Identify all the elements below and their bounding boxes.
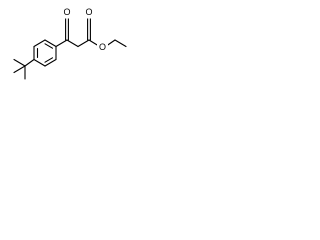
tert-butyl-group <box>13 58 35 80</box>
atom-label-ketone-o: O <box>61 7 73 19</box>
bond-ester-c-to-o <box>88 39 99 47</box>
ester-carbonyl-oxygen-label: O <box>85 7 92 17</box>
molecule-structure: O O O <box>13 7 127 80</box>
atom-label-ester-bridge-o: O <box>97 41 108 53</box>
bond-ethyl <box>114 39 127 48</box>
bond-ring-to-carbonyl <box>55 39 68 48</box>
ester-group <box>77 15 127 48</box>
ketone-group <box>55 15 79 48</box>
ketone-oxygen-label: O <box>63 7 70 17</box>
ring-bond-5 <box>44 58 57 67</box>
bond-carbonyl-to-ch2 <box>66 39 79 48</box>
ring-double-bond-b <box>44 43 54 49</box>
ring-bond-2 <box>33 39 46 48</box>
benzene-ring <box>33 39 57 67</box>
bond-tbu-methyl-1 <box>13 58 26 67</box>
ring-bond-6 <box>33 58 46 67</box>
atom-label-ester-carbonyl-o: O <box>83 7 95 19</box>
ring-double-bond-c <box>44 57 54 63</box>
ring-bond-3 <box>44 39 57 48</box>
bond-ch2-to-ester-c <box>77 39 90 48</box>
bond-tbu-c-to-ring <box>24 58 35 67</box>
ester-bridge-oxygen-label: O <box>99 42 106 52</box>
bond-o-to-ethyl-ch2 <box>106 39 116 47</box>
bond-tbu-methyl-2 <box>13 65 26 74</box>
